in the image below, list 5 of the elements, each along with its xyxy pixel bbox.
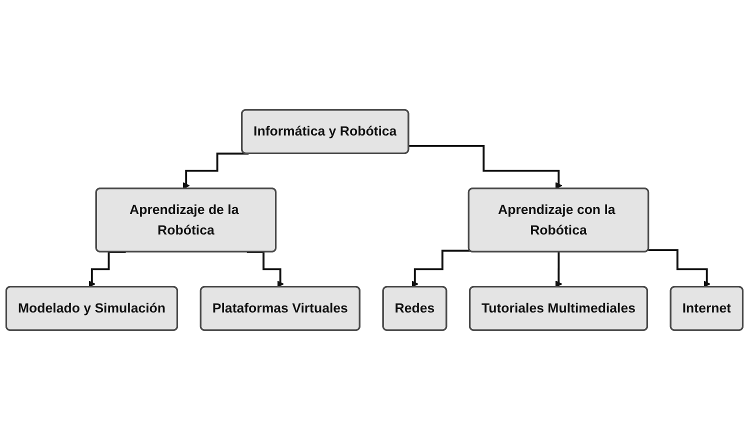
arrow xyxy=(555,251,562,288)
arrow xyxy=(408,144,562,190)
arrow xyxy=(182,152,249,190)
arrow xyxy=(648,249,710,288)
arrow xyxy=(412,250,470,288)
